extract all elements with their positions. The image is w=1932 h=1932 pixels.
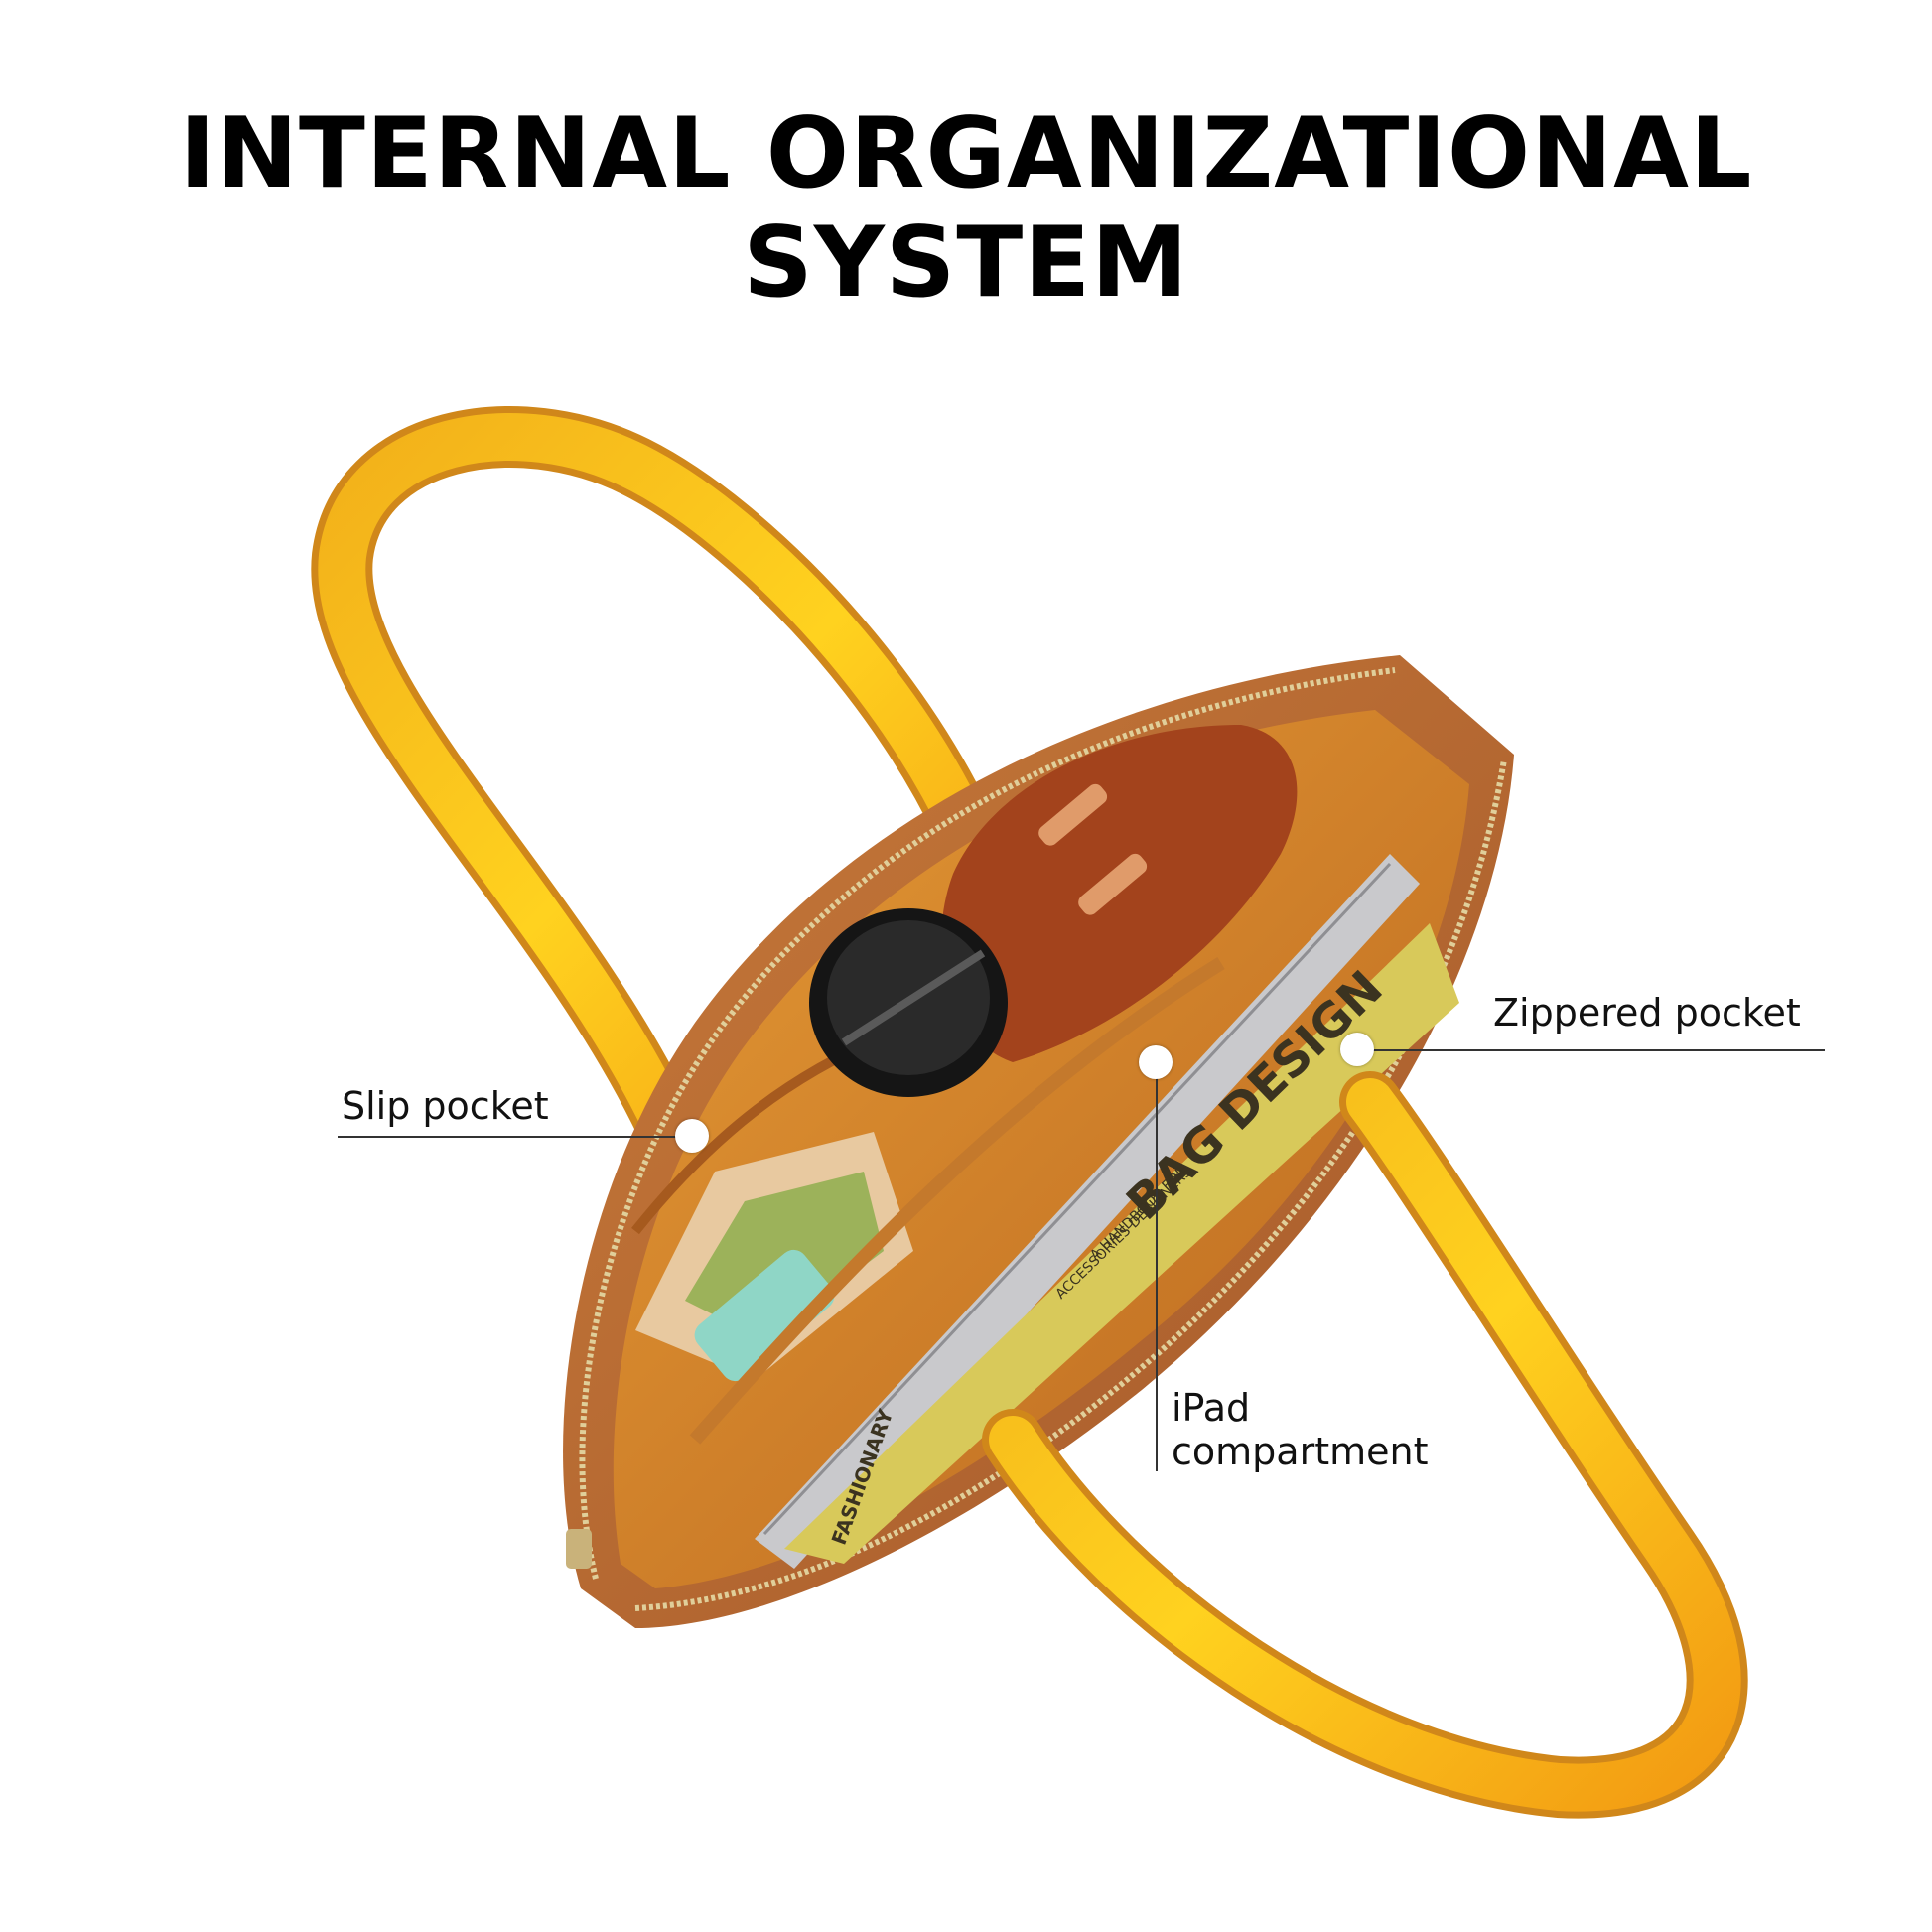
zippered-pocket-label: Zippered pocket: [1493, 991, 1801, 1035]
page-title-line-1: INTERNAL ORGANIZATIONAL: [179, 97, 1753, 210]
slip-pocket-leader-line: [338, 1136, 695, 1138]
zippered-pocket-leader-line: [1358, 1049, 1825, 1051]
ipad-compartment-label: iPad compartment: [1172, 1386, 1428, 1473]
black-cup: [809, 908, 1008, 1097]
page-title-line-2: SYSTEM: [743, 207, 1189, 320]
ipad-compartment-label-line-2: compartment: [1172, 1430, 1429, 1473]
zipper-pull: [566, 1529, 592, 1569]
zippered-pocket-marker: [1340, 1033, 1374, 1066]
ipad-compartment-label-line-1: iPad: [1172, 1386, 1251, 1430]
page-title: INTERNAL ORGANIZATIONAL SYSTEM: [0, 99, 1932, 318]
slip-pocket-label: Slip pocket: [342, 1084, 549, 1128]
ipad-compartment-leader-line: [1156, 1062, 1158, 1471]
lunch-box: [635, 1132, 913, 1382]
bag-body: [563, 655, 1514, 1628]
slip-pocket-marker: [675, 1119, 709, 1153]
ipad-device: [755, 854, 1420, 1569]
rust-pouch: [941, 725, 1298, 1062]
bottom-handle: [982, 1071, 1748, 1819]
ipad-divider: [689, 957, 1225, 1445]
ipad-compartment-marker: [1139, 1045, 1173, 1079]
top-handle: [311, 406, 1043, 1153]
